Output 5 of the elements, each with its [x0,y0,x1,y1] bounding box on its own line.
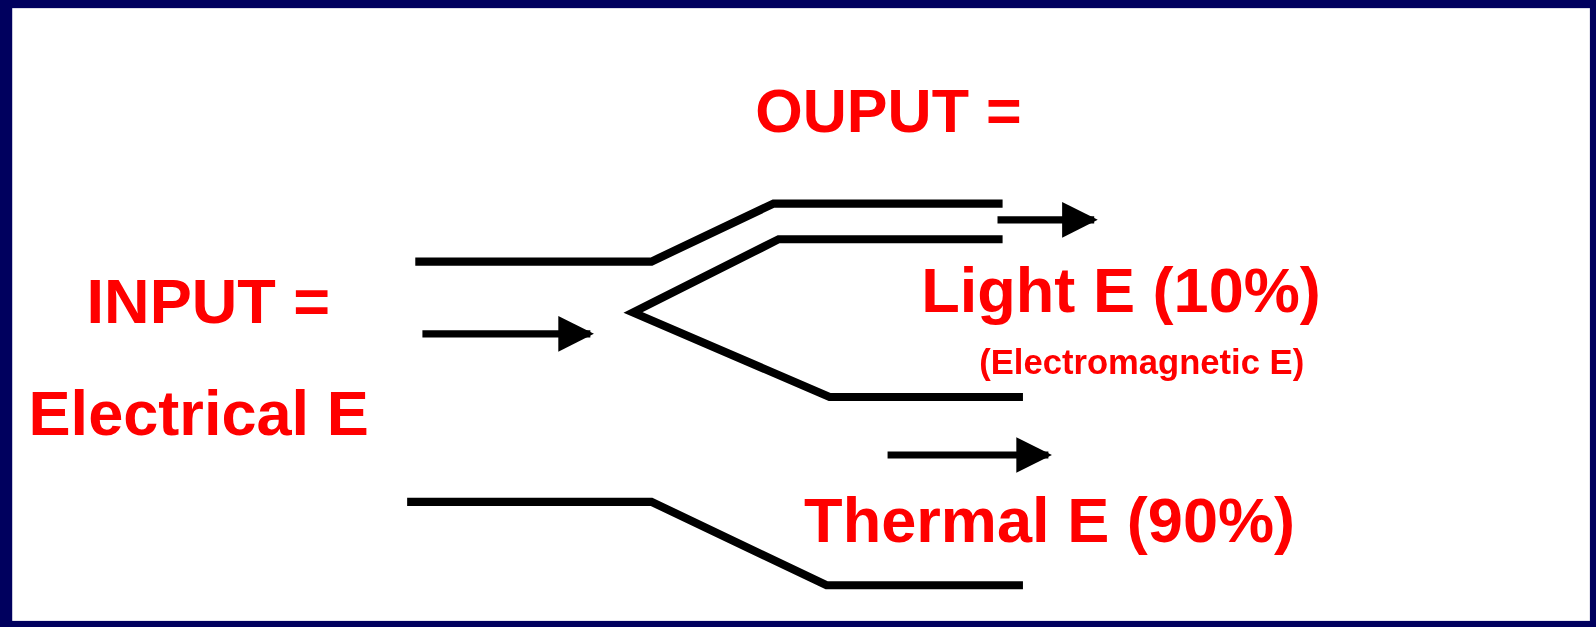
input-label: INPUT = [86,269,331,333]
energy-subtitle: (Electromagnetic E) [979,344,1305,379]
output-label: OUPUT = [755,81,1022,143]
energy-label: Electrical E [28,381,369,445]
energy-label: Light E (10%) [921,259,1321,323]
